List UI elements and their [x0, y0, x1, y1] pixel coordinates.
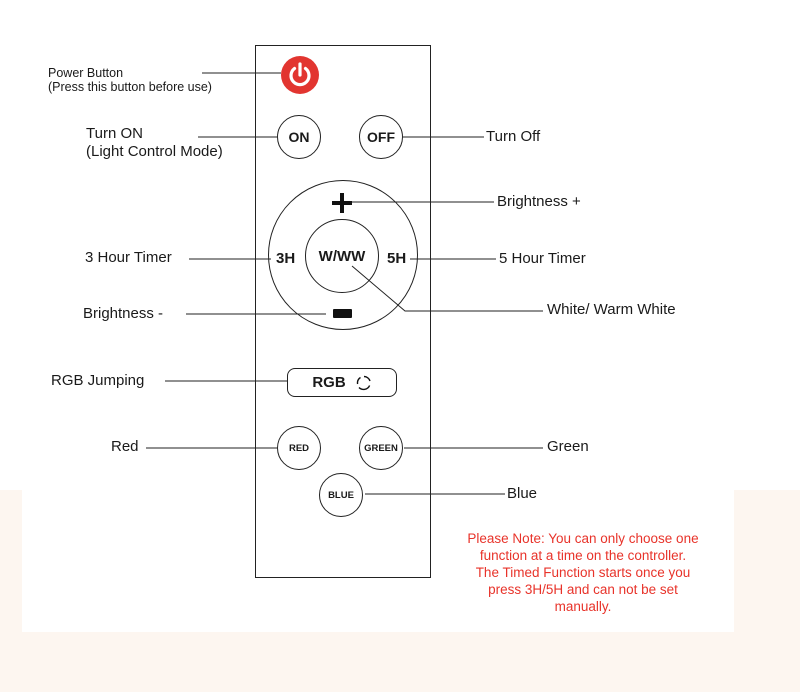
blue-button[interactable]: BLUE	[319, 473, 363, 517]
note-line: Please Note: You can only choose one	[467, 531, 699, 546]
ww-button-label: W/WW	[318, 247, 366, 265]
label-power-line2: (Press this button before use)	[48, 80, 212, 94]
ww-button[interactable]: W/WW	[305, 219, 379, 293]
note-line: The Timed Function starts once you	[475, 565, 691, 580]
label-turn-on-line2: (Light Control Mode)	[86, 143, 223, 160]
label-turn-on: Turn ON (Light Control Mode)	[86, 125, 223, 161]
label-blue: Blue	[507, 485, 538, 502]
label-white-warm: White/ Warm White	[547, 301, 676, 318]
label-3h-timer: 3 Hour Timer	[85, 249, 172, 266]
label-power: Power Button (Press this button before u…	[48, 66, 212, 94]
label-rgb-jumping: RGB Jumping	[51, 372, 145, 389]
plus-icon[interactable]	[331, 192, 353, 214]
power-icon	[289, 62, 311, 87]
off-button-label: OFF	[367, 129, 395, 145]
note-line: manually.	[554, 599, 612, 614]
rgb-button[interactable]: RGB	[287, 368, 397, 397]
green-button[interactable]: GREEN	[359, 426, 403, 470]
cycle-icon	[356, 375, 371, 390]
on-button-label: ON	[288, 129, 310, 145]
timer-5h-button[interactable]: 5H	[387, 250, 407, 267]
off-button[interactable]: OFF	[359, 115, 403, 159]
blue-button-label: BLUE	[328, 489, 354, 501]
green-button-label: GREEN	[364, 442, 398, 454]
label-power-line1: Power Button	[48, 66, 124, 80]
red-button-label: RED	[288, 442, 310, 454]
label-turn-on-line1: Turn ON	[86, 125, 143, 142]
note-line: function at a time on the controller.	[479, 548, 687, 563]
minus-icon[interactable]	[333, 309, 352, 318]
label-brightness-plus: Brightness +	[497, 193, 581, 210]
label-red: Red	[111, 438, 139, 455]
label-turn-off: Turn Off	[486, 128, 541, 145]
power-button[interactable]	[281, 56, 319, 94]
label-brightness-minus: Brightness -	[83, 305, 164, 322]
rgb-button-label: RGB	[312, 374, 346, 391]
note-line: press 3H/5H and can not be set	[488, 582, 678, 597]
label-green: Green	[547, 438, 589, 455]
label-5h-timer: 5 Hour Timer	[499, 250, 586, 267]
timer-3h-button[interactable]: 3H	[276, 250, 296, 267]
on-button[interactable]: ON	[277, 115, 321, 159]
usage-note: Please Note: You can only choose one fun…	[438, 530, 728, 615]
red-button[interactable]: RED	[277, 426, 321, 470]
control-ring	[268, 180, 418, 330]
